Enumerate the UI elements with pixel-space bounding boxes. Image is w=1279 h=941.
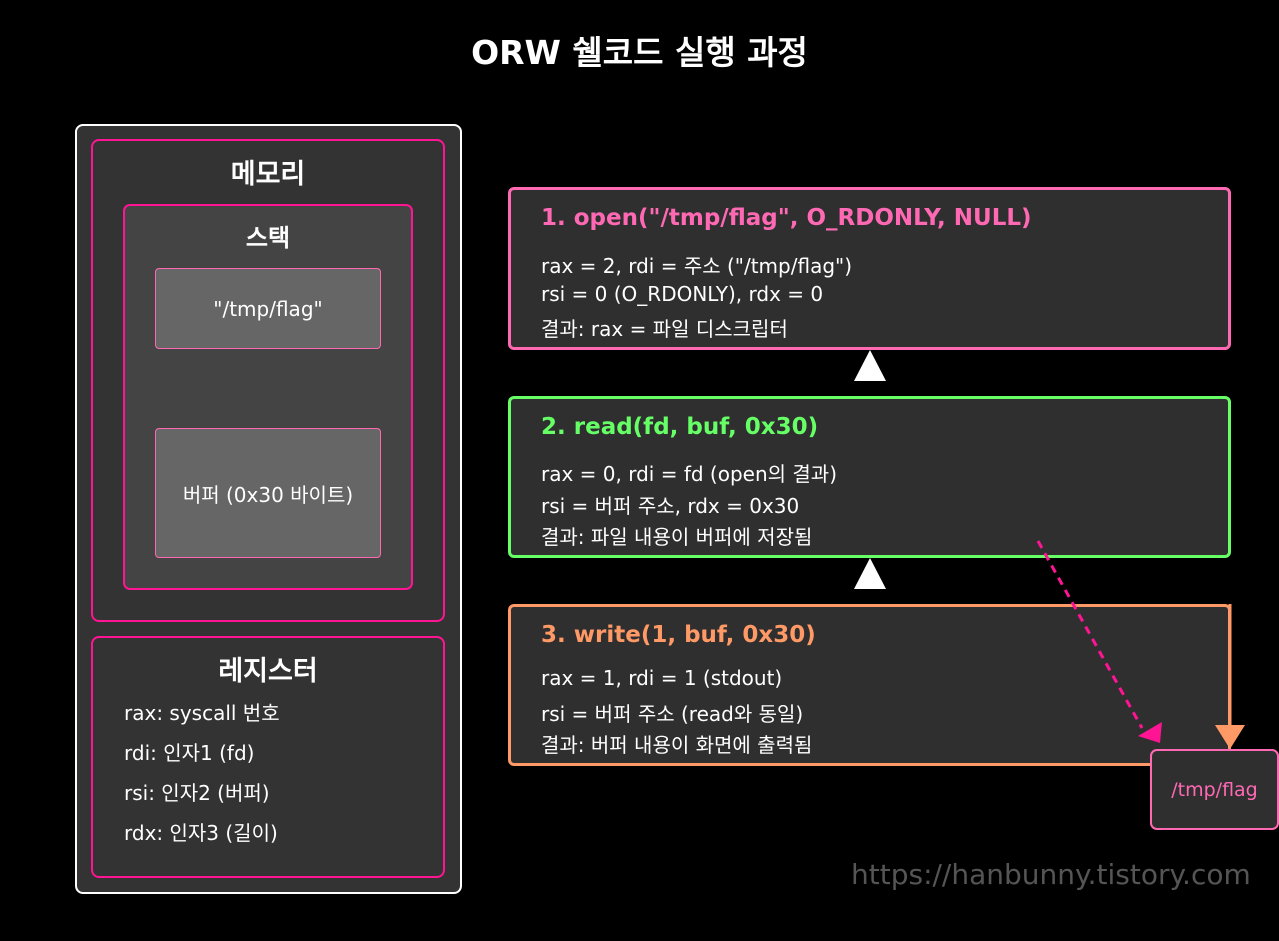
step-read-line-3: 결과: 파일 내용이 버퍼에 저장됨 — [541, 525, 813, 549]
flag-file-node: /tmp/flag — [1150, 749, 1279, 830]
step-open-box — [508, 187, 1231, 350]
step-write-line-3: 결과: 버퍼 내용이 화면에 출력됨 — [541, 733, 813, 757]
write-to-flag-arrowhead — [1215, 725, 1245, 749]
registers-box — [91, 636, 445, 878]
memory-title: 메모리 — [230, 159, 306, 190]
watermark: https://hanbunny.tistory.com — [851, 858, 1251, 891]
page-title: ORW 쉘코드 실행 과정 — [471, 33, 808, 72]
up-arrow-write-to-read — [854, 558, 886, 589]
stack-title: 스택 — [245, 224, 291, 252]
step-write-box — [508, 604, 1231, 766]
read-to-flag-arrowhead — [1138, 722, 1162, 743]
registers-title: 레지스터 — [218, 656, 318, 687]
step-read-line-2: rsi = 버퍼 주소, rdx = 0x30 — [541, 494, 800, 518]
step-read-title: 2. read(fd, buf, 0x30) — [541, 414, 819, 440]
step-write-line-2: rsi = 버퍼 주소 (read와 동일) — [541, 702, 804, 726]
stack-cell-buffer: 버퍼 (0x30 바이트) — [155, 428, 381, 558]
register-line-rdx: rdx: 인자3 (길이) — [124, 821, 278, 845]
step-open-title: 1. open("/tmp/flag", O_RDONLY, NULL) — [541, 205, 1032, 231]
register-line-rdi: rdi: 인자1 (fd) — [124, 741, 255, 765]
step-write-title: 3. write(1, buf, 0x30) — [541, 622, 816, 648]
step-read-box — [508, 396, 1231, 558]
step-read-line-1: rax = 0, rdi = fd (open의 결과) — [541, 462, 837, 486]
register-line-rsi: rsi: 인자2 (버퍼) — [124, 781, 270, 805]
step-write-line-1: rax = 1, rdi = 1 (stdout) — [541, 666, 783, 690]
stack-cell-flag-string: "/tmp/flag" — [155, 268, 381, 349]
read-to-flag-dashed-line — [1036, 540, 1144, 729]
up-arrow-read-to-open — [854, 350, 886, 381]
step-open-line-2: rsi = 0 (O_RDONLY), rdx = 0 — [541, 282, 824, 306]
step-open-line-3: 결과: rax = 파일 디스크립터 — [541, 317, 788, 341]
step-open-line-1: rax = 2, rdi = 주소 ("/tmp/flag") — [541, 254, 853, 278]
register-line-rax: rax: syscall 번호 — [124, 701, 280, 725]
